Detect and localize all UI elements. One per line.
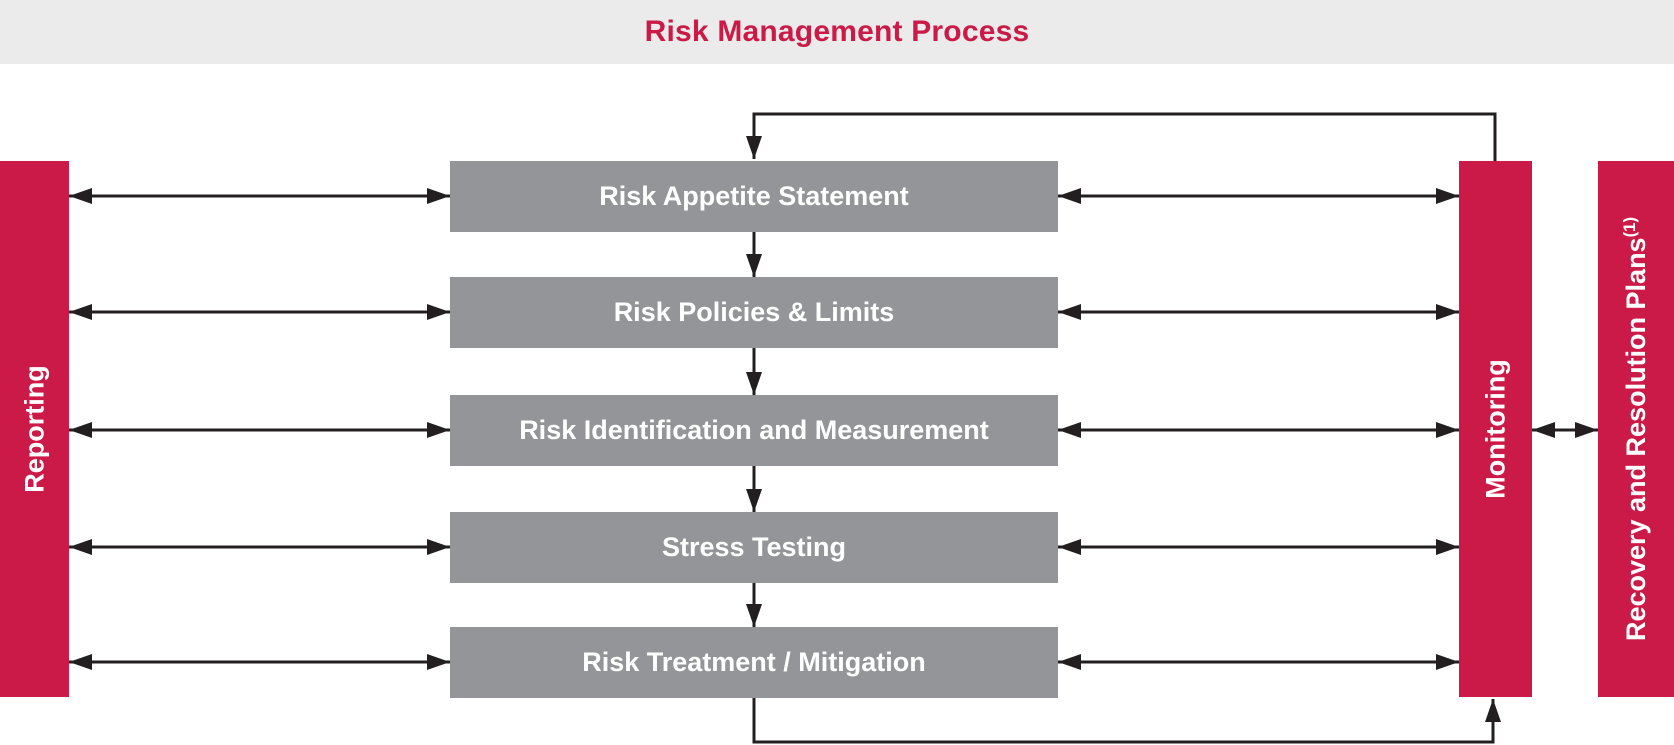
step-label: Risk Treatment / Mitigation: [582, 647, 926, 677]
feedback-loop-top: [746, 112, 1497, 161]
step-label: Risk Appetite Statement: [599, 181, 909, 211]
diagram-title: Risk Management Process: [644, 15, 1030, 48]
step-risk-identification-measurement: Risk Identification and Measurement: [450, 395, 1058, 466]
reporting-bar-label: Reporting: [19, 365, 49, 493]
recovery-resolution-plans-label: Recovery and Resolution Plans(1): [1620, 217, 1652, 641]
step-label: Risk Identification and Measurement: [519, 415, 989, 445]
monitoring-bar-label: Monitoring: [1480, 359, 1510, 499]
step-risk-treatment-mitigation: Risk Treatment / Mitigation: [450, 627, 1058, 698]
feedback-loop-bottom: [752, 698, 1501, 744]
reporting-bar: Reporting: [0, 161, 69, 697]
recovery-label-footnote-marker: (1): [1620, 216, 1639, 238]
step-stress-testing: Stress Testing: [450, 512, 1058, 583]
step-label: Stress Testing: [661, 532, 847, 562]
monitoring-bar: Monitoring: [1459, 161, 1532, 697]
diagram-header: Risk Management Process: [0, 0, 1674, 64]
recovery-resolution-plans-bar: Recovery and Resolution Plans(1): [1598, 161, 1674, 697]
recovery-label-text: Recovery and Resolution Plans: [1621, 237, 1651, 642]
step-label: Risk Policies & Limits: [613, 297, 895, 327]
step-risk-appetite-statement: Risk Appetite Statement: [450, 161, 1058, 232]
step-risk-policies-limits: Risk Policies & Limits: [450, 277, 1058, 348]
